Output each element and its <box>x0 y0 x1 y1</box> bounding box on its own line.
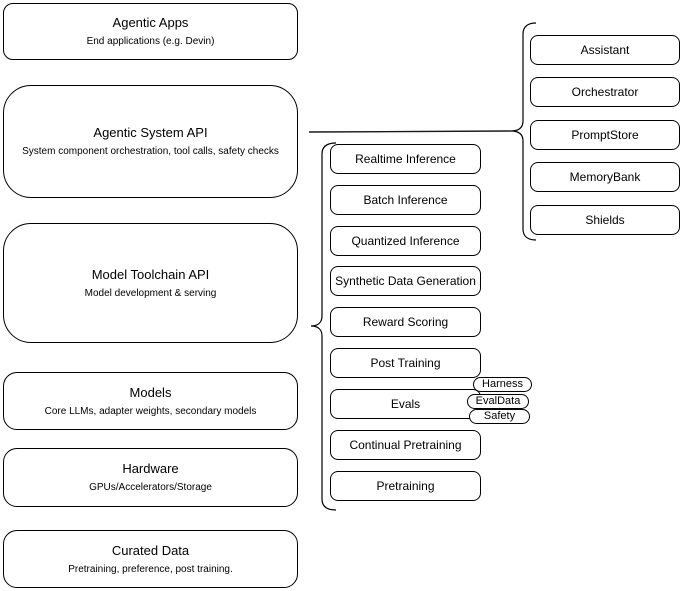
box-title: Models <box>129 384 172 400</box>
box-subtitle: Model development & serving <box>84 287 217 299</box>
box-agentic-apps: Agentic Apps End applications (e.g. Devi… <box>3 3 298 60</box>
box-synthetic-data-generation: Synthetic Data Generation <box>330 266 481 296</box>
box-continual-pretraining: Continual Pretraining <box>330 430 481 460</box>
box-memorybank: MemoryBank <box>530 162 680 192</box>
box-reward-scoring: Reward Scoring <box>330 307 481 337</box>
pill-harness: Harness <box>473 377 532 392</box>
box-post-training: Post Training <box>330 348 481 378</box>
pill-evaldata: EvalData <box>467 394 529 409</box>
box-subtitle: End applications (e.g. Devin) <box>86 36 215 47</box>
box-curated-data: Curated Data Pretraining, preference, po… <box>3 530 298 588</box>
system-api-to-components-line <box>308 130 512 133</box>
box-realtime-inference: Realtime Inference <box>330 144 481 174</box>
pill-safety: Safety <box>469 409 530 424</box>
box-title: Agentic Apps <box>112 15 189 30</box>
box-model-toolchain-api: Model Toolchain API Model development & … <box>3 223 298 343</box>
box-models: Models Core LLMs, adapter weights, secon… <box>3 372 298 430</box>
box-subtitle: Core LLMs, adapter weights, secondary mo… <box>44 405 257 417</box>
box-shields: Shields <box>530 205 680 235</box>
box-subtitle: Pretraining, preference, post training. <box>68 563 233 575</box>
box-promptstore: PromptStore <box>530 120 680 150</box>
box-assistant: Assistant <box>530 35 680 65</box>
box-title: Curated Data <box>111 542 190 558</box>
box-pretraining: Pretraining <box>330 471 481 501</box>
box-subtitle: GPUs/Accelerators/Storage <box>89 482 212 493</box>
box-title: Agentic System API <box>93 125 208 140</box>
box-hardware: Hardware GPUs/Accelerators/Storage <box>3 448 298 507</box>
middle-column-brace <box>310 142 337 511</box>
box-batch-inference: Batch Inference <box>330 185 481 215</box>
box-title: Hardware <box>122 461 179 476</box>
box-title: Model Toolchain API <box>91 266 210 282</box>
box-evals: Evals <box>330 389 481 419</box>
box-quantized-inference: Quantized Inference <box>330 226 481 256</box>
box-subtitle: System component orchestration, tool cal… <box>22 146 279 157</box>
box-agentic-system-api: Agentic System API System component orch… <box>3 85 298 198</box>
box-orchestrator: Orchestrator <box>530 77 680 107</box>
